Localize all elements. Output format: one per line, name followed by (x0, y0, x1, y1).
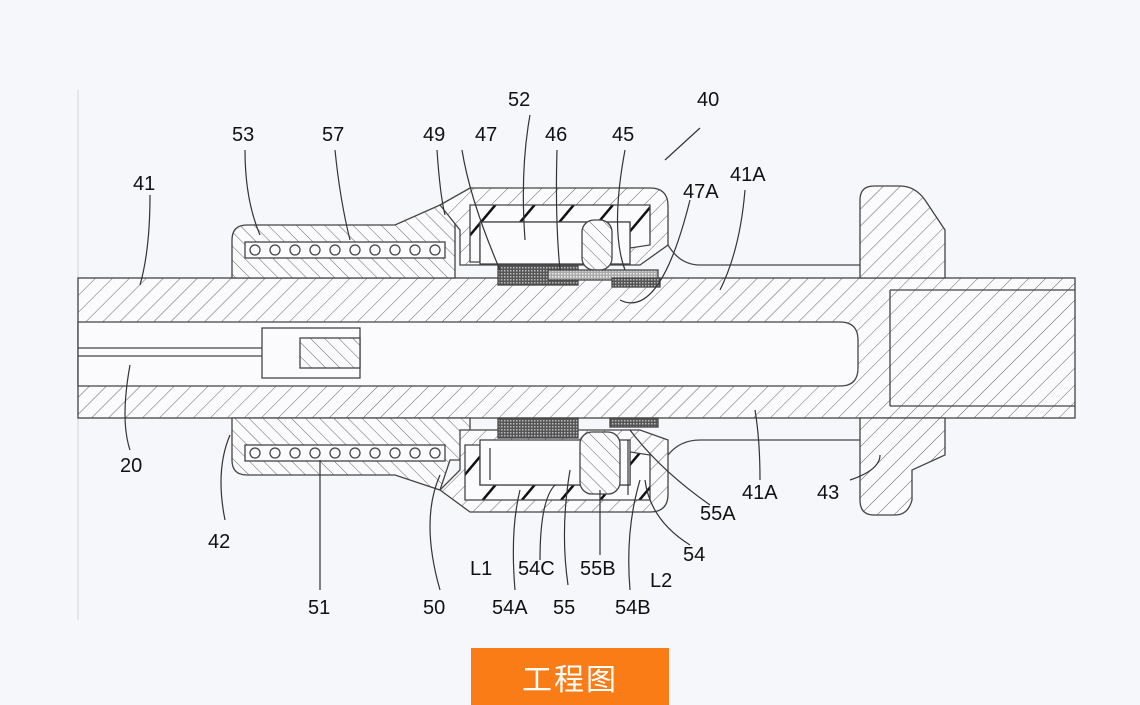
flange-43-lower (859, 417, 946, 516)
label-55B: 55B (580, 558, 616, 580)
flange-43-upper (859, 185, 946, 279)
tube-bore (77, 321, 859, 387)
engineering-drawing: 40 52 53 57 49 47 46 45 41 47A 41A 20 42… (77, 89, 1076, 620)
label-47A: 47A (683, 181, 719, 203)
label-55: 55 (553, 597, 575, 619)
label-54: 54 (683, 544, 705, 566)
label-53: 53 (232, 124, 254, 146)
label-L1: L1 (470, 558, 492, 580)
label-41A-top: 41A (730, 164, 766, 186)
ring-55-lower (579, 431, 621, 495)
ring-55-upper (581, 219, 613, 271)
label-47: 47 (475, 124, 497, 146)
engineering-drawing-button[interactable]: 工程图 (471, 648, 669, 705)
label-43: 43 (817, 482, 839, 504)
label-50: 50 (423, 597, 445, 619)
label-41: 41 (133, 173, 155, 195)
label-55A: 55A (700, 503, 736, 525)
label-45: 45 (612, 124, 634, 146)
label-L2: L2 (650, 570, 672, 592)
reference-labels: 40 52 53 57 49 47 46 45 41 47A 41A 20 42… (120, 89, 839, 619)
label-51: 51 (308, 597, 330, 619)
label-42: 42 (208, 531, 230, 553)
label-20: 20 (120, 455, 142, 477)
label-57: 57 (322, 124, 344, 146)
label-54C: 54C (518, 558, 555, 580)
label-52: 52 (508, 89, 530, 111)
spring-57-upper (249, 244, 441, 256)
spring-51-lower (249, 447, 441, 459)
label-49: 49 (423, 124, 445, 146)
label-41A-bottom: 41A (742, 482, 778, 504)
label-54B: 54B (615, 597, 651, 619)
label-40: 40 (697, 89, 719, 111)
label-46: 46 (545, 124, 567, 146)
label-54A: 54A (492, 597, 528, 619)
cable-20 (78, 327, 361, 379)
